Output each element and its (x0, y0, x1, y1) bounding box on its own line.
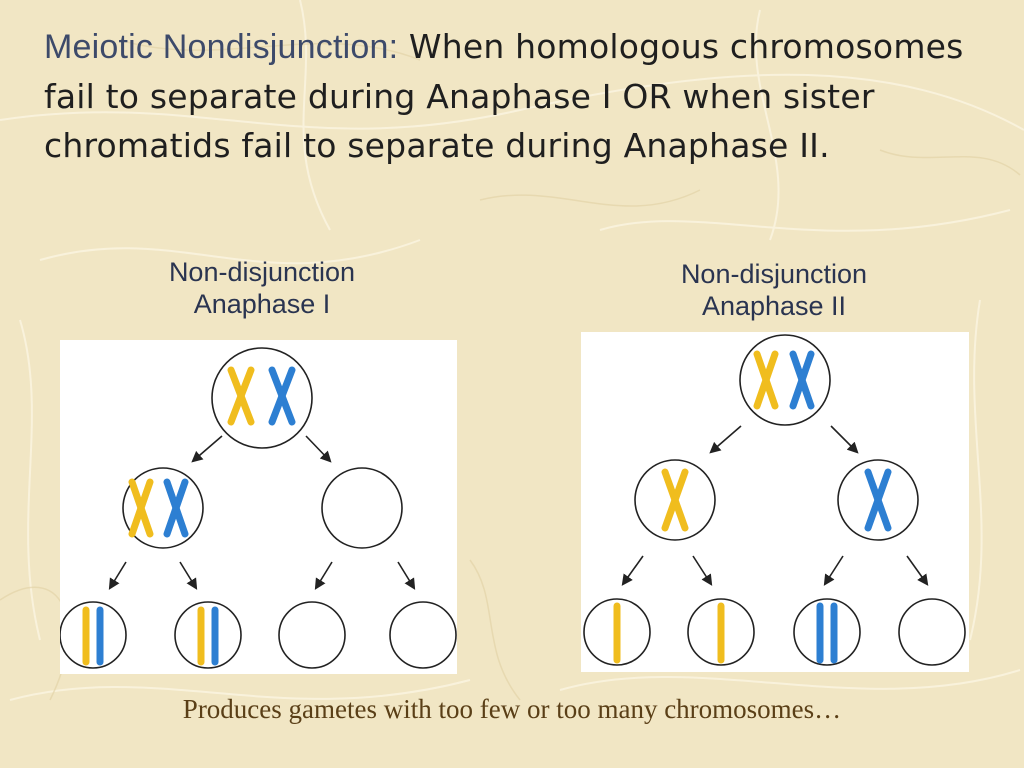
gamete-cell-empty (898, 598, 966, 666)
diagram-anaphase-2 (581, 332, 969, 672)
arrow-icon (906, 555, 929, 586)
arrow-icon (709, 425, 742, 454)
daughter-cell-empty (321, 467, 403, 549)
gamete-cell (60, 601, 127, 669)
panel-label-anaphase-1: Non-disjunction Anaphase I (112, 256, 412, 320)
chromosome-pair-icon (128, 478, 189, 538)
diagram-anaphase-1 (60, 340, 457, 674)
chromosome-icon (661, 468, 892, 532)
title-body: When homologous chromosomes fail to sepa… (44, 27, 964, 165)
panel-label-anaphase-2: Non-disjunction Anaphase II (624, 258, 924, 322)
slide-footer: Produces gametes with too few or too man… (182, 694, 842, 724)
chromosome-pair-icon (753, 350, 815, 410)
chromosome-pair-icon (227, 366, 296, 426)
panel-label-line2: Anaphase I (193, 289, 331, 319)
daughter-cell-extra (122, 467, 204, 549)
gamete-cell (687, 598, 755, 666)
arrow-icon (305, 435, 332, 463)
parent-cell (739, 334, 831, 426)
arrow-icon (108, 561, 127, 590)
arrow-icon (191, 435, 223, 463)
arrow-icon (692, 555, 713, 586)
parent-cell (211, 347, 313, 449)
arrow-icon (621, 555, 644, 586)
daughter-cell (837, 459, 919, 541)
arrow-icon (830, 425, 859, 454)
arrow-icon (397, 561, 416, 590)
arrow-icon (179, 561, 198, 590)
arrow-icon (314, 561, 333, 590)
slide-title: Meiotic Nondisjunction: When homologous … (44, 22, 1004, 170)
gamete-cell (174, 601, 242, 669)
gamete-cell-empty (278, 601, 346, 669)
title-lead: Meiotic Nondisjunction: (44, 28, 399, 66)
gamete-cell (583, 598, 651, 666)
gamete-cell-empty (389, 601, 457, 669)
panel-label-line2: Anaphase II (701, 291, 847, 321)
panel-label-line1: Non-disjunction (680, 259, 868, 289)
gamete-cell (793, 598, 861, 666)
chromatid-icon (613, 602, 838, 664)
arrow-icon (823, 555, 844, 586)
chromatid-icon (82, 606, 219, 666)
daughter-cell (634, 459, 716, 541)
panel-label-line1: Non-disjunction (168, 257, 356, 287)
